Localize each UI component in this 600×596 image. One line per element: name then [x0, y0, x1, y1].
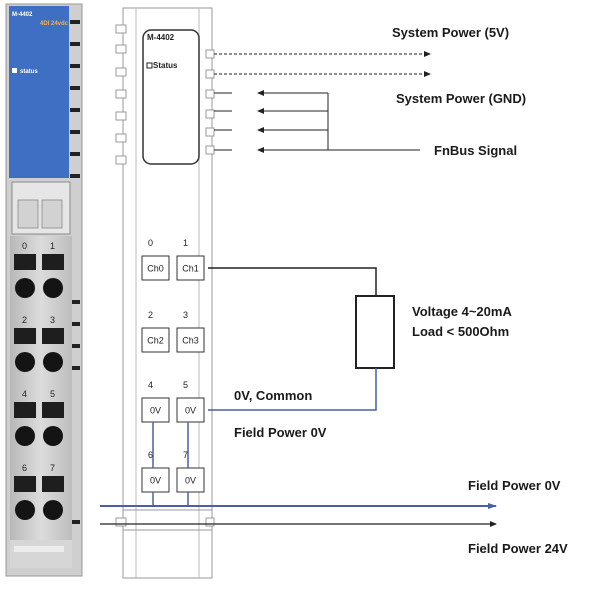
system-power-5v-label: System Power (5V) — [392, 25, 509, 40]
terminal-box — [141, 255, 170, 281]
terminal-box — [176, 467, 205, 493]
module-photo-model: M-4402 — [12, 12, 33, 18]
field-power-0v-label: Field Power 0V — [234, 425, 327, 440]
wire-entry-hole — [43, 278, 63, 298]
channel-number: 0 — [148, 238, 153, 248]
photo-terminal-4: 4 — [14, 389, 36, 446]
module-photo-status: status — [20, 69, 38, 75]
photo-terminal-number: 4 — [22, 389, 27, 399]
photo-terminal-number: 2 — [22, 315, 27, 325]
right-notches — [205, 49, 215, 527]
terminal-slot — [14, 476, 36, 492]
load-resistor — [355, 295, 395, 369]
module-schematic: M-4402 Status 0Ch01Ch12Ch23Ch340V50V60V7… — [115, 7, 215, 579]
photo-terminal-0: 0 — [14, 241, 36, 298]
wire-entry-hole — [43, 352, 63, 372]
field-power-24v-bus-label: Field Power 24V — [468, 541, 568, 556]
terminal-box — [176, 397, 205, 423]
channel-terminal-5: 5 0V — [176, 380, 205, 423]
terminal-slot — [42, 402, 64, 418]
photo-terminal-number: 5 — [50, 389, 55, 399]
common-label: 0V, Common — [234, 388, 312, 403]
wire-entry-hole — [15, 278, 35, 298]
photo-terminal-7: 7 — [42, 463, 64, 520]
wire-entry-hole — [15, 500, 35, 520]
wire-entry-hole — [43, 426, 63, 446]
photo-terminal-number: 3 — [50, 315, 55, 325]
left-notches — [115, 24, 127, 527]
photo-terminal-2: 2 — [14, 315, 36, 372]
module-blue-panel — [9, 6, 69, 178]
photo-terminal-1: 1 — [42, 241, 64, 298]
photo-terminal-number: 1 — [50, 241, 55, 251]
photo-terminal-number: 6 — [22, 463, 27, 473]
module-photo-desc: 4DI 24vdc — [40, 21, 69, 27]
photo-terminal-3: 3 — [42, 315, 64, 372]
channel-number: 2 — [148, 310, 153, 320]
rail-slots — [70, 20, 80, 524]
channel-terminal-7: 7 0V — [176, 450, 205, 493]
photo-terminal-number: 7 — [50, 463, 55, 473]
common-wire — [208, 368, 377, 411]
channel-number: 3 — [183, 310, 188, 320]
channel-label: 0V — [150, 406, 161, 416]
load-wiring: Voltage 4~20mA Load < 500Ohm 0V, Common … — [208, 267, 512, 440]
photo-terminal-number: 0 — [22, 241, 27, 251]
load-label-line2: Load < 500Ohm — [412, 324, 509, 339]
channel-label: Ch3 — [182, 336, 199, 346]
channel-number: 7 — [183, 450, 188, 460]
terminal-slot — [42, 476, 64, 492]
terminal-box — [176, 255, 205, 281]
channel-label: 0V — [185, 476, 196, 486]
fnbus-signal-label: FnBus Signal — [434, 143, 517, 158]
photo-terminal-5: 5 — [42, 389, 64, 446]
wire-entry-hole — [15, 426, 35, 446]
status-indicator — [146, 62, 153, 69]
terminal-box — [141, 467, 170, 493]
terminal-slot — [42, 254, 64, 270]
system-power-lines: System Power (5V) System Power (GND) FnB… — [214, 25, 526, 158]
wire-entry-hole — [43, 500, 63, 520]
channel-label: 0V — [150, 476, 161, 486]
channel-number: 6 — [148, 450, 153, 460]
ch1-wire — [208, 267, 377, 296]
field-power-0v-bus-label: Field Power 0V — [468, 478, 561, 493]
terminal-slot — [42, 328, 64, 344]
system-power-gnd-label: System Power (GND) — [396, 91, 526, 106]
channel-label: Ch2 — [147, 336, 164, 346]
schematic-status: Status — [153, 61, 178, 70]
schematic-model: M-4402 — [147, 33, 175, 42]
module-photo: M-4402 4DI 24vdc status 0 1 2 3 4 5 6 7 — [5, 3, 83, 577]
electronics-box — [142, 29, 200, 165]
channel-label: Ch0 — [147, 264, 164, 274]
channel-terminal-4: 4 0V — [141, 380, 170, 423]
terminal-slot — [14, 328, 36, 344]
status-led — [12, 68, 17, 73]
channel-number: 1 — [183, 238, 188, 248]
terminal-slot — [14, 254, 36, 270]
terminal-box — [141, 397, 170, 423]
channel-terminal-6: 6 0V — [141, 450, 170, 493]
terminal-box — [176, 327, 205, 353]
channel-label: 0V — [185, 406, 196, 416]
wire-entry-hole — [15, 352, 35, 372]
channel-label: Ch1 — [182, 264, 199, 274]
photo-terminal-6: 6 — [14, 463, 36, 520]
terminal-slot — [14, 402, 36, 418]
channel-number: 4 — [148, 380, 153, 390]
channel-number: 5 — [183, 380, 188, 390]
terminal-box — [141, 327, 170, 353]
load-label-line1: Voltage 4~20mA — [412, 304, 512, 319]
field-power-bus: Field Power 0V Field Power 24V — [100, 478, 568, 556]
